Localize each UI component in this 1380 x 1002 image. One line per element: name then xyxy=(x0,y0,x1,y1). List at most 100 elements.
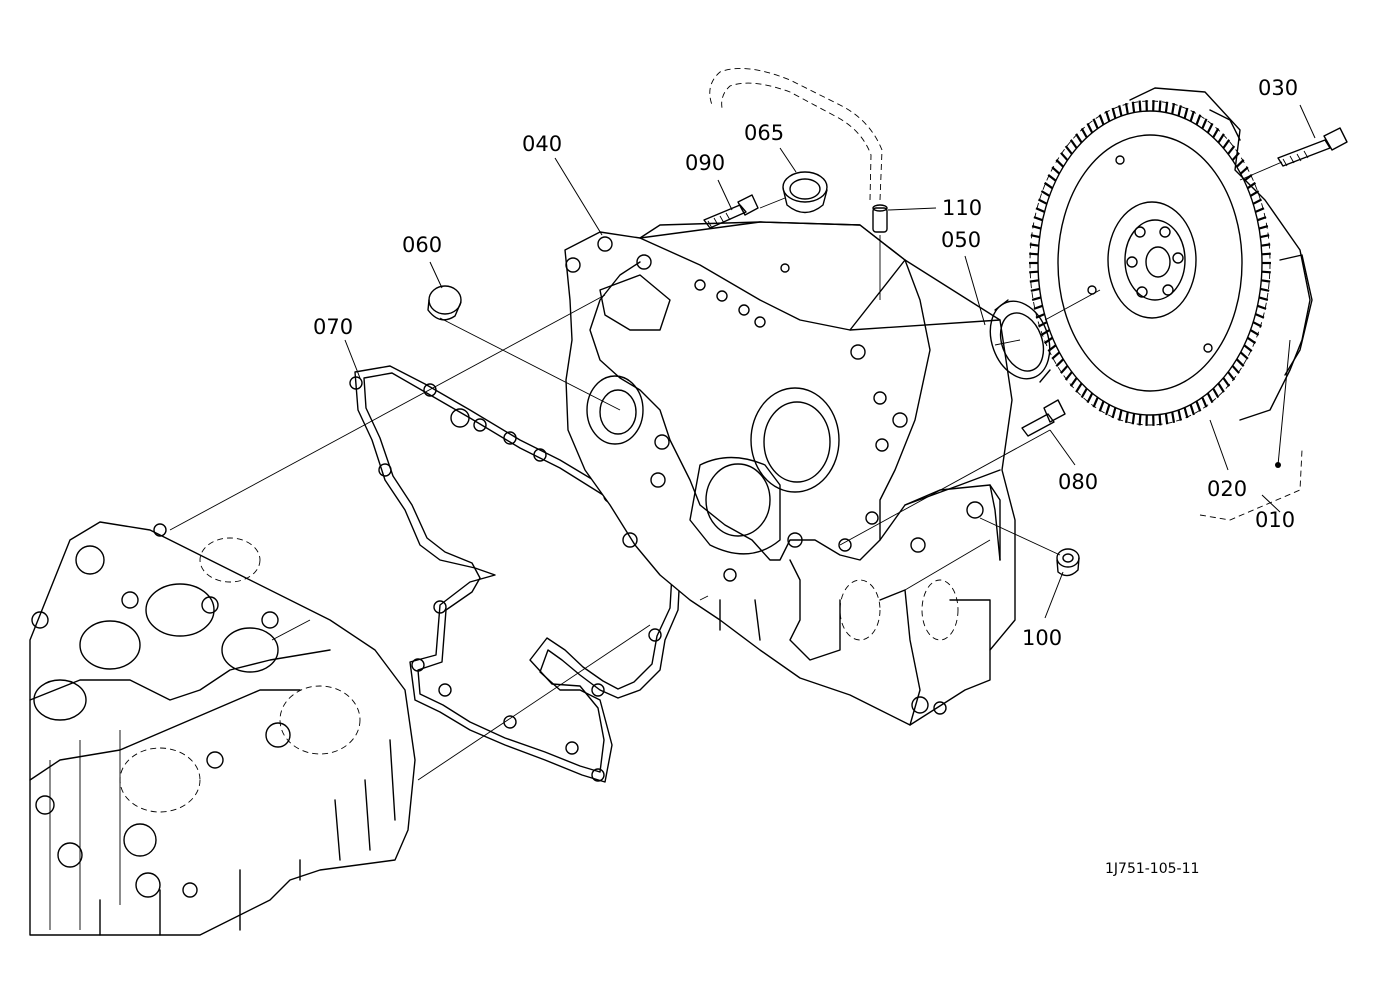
gear-tooth xyxy=(1171,411,1176,423)
gear-tooth xyxy=(1069,139,1078,149)
bolt-090 xyxy=(703,194,759,229)
gear-tooth xyxy=(1047,344,1057,352)
gear-tooth xyxy=(1092,396,1099,408)
gear-tooth xyxy=(1217,133,1225,144)
gear-tooth xyxy=(1075,382,1083,393)
gear-tooth xyxy=(1227,145,1236,155)
gear-tooth xyxy=(1069,377,1078,387)
ring-gear-teeth xyxy=(1029,100,1271,426)
gear-tooth xyxy=(1055,358,1065,367)
bolt-080 xyxy=(1021,399,1066,437)
gear-tooth xyxy=(1246,181,1257,190)
gear-tooth xyxy=(1201,118,1208,130)
alignment-lines xyxy=(169,161,1283,781)
gear-tooth xyxy=(1092,118,1099,130)
gear-tooth xyxy=(1243,344,1253,352)
gear-tooth xyxy=(1255,313,1265,319)
gear-tooth xyxy=(1029,243,1039,247)
gear-tooth xyxy=(1035,313,1045,319)
gear-tooth xyxy=(1138,414,1142,426)
gear-tooth xyxy=(1080,127,1088,139)
gear-tooth xyxy=(1206,392,1214,404)
gear-tooth xyxy=(1189,110,1195,122)
gear-tooth xyxy=(1080,387,1088,399)
gear-tooth xyxy=(1098,400,1105,412)
gear-tooth xyxy=(1206,122,1214,134)
gear-tooth xyxy=(1033,216,1043,222)
gear-tooth xyxy=(1037,321,1048,328)
gear-tooth xyxy=(1239,166,1249,175)
gear-case-040 xyxy=(564,221,1016,726)
label-100: 100 xyxy=(1022,626,1062,650)
gear-tooth xyxy=(1051,166,1061,175)
gear-tooth xyxy=(1235,159,1245,168)
gear-tooth xyxy=(1031,296,1042,301)
gear-tooth xyxy=(1040,190,1051,197)
gear-tooth xyxy=(1164,101,1169,113)
gear-tooth xyxy=(1033,304,1043,310)
gear-tooth xyxy=(1037,198,1048,205)
gear-tooth xyxy=(1098,114,1105,126)
seal-065 xyxy=(782,171,828,214)
gear-tooth xyxy=(1030,234,1040,239)
gear-tooth xyxy=(1252,198,1263,205)
gear-tooth xyxy=(1029,279,1039,283)
gear-tooth xyxy=(1257,304,1267,310)
gear-tooth xyxy=(1255,207,1265,213)
label-020: 020 xyxy=(1207,477,1247,501)
flywheel-020 xyxy=(1029,87,1313,426)
gear-tooth xyxy=(1158,100,1162,112)
gear-tooth xyxy=(1086,392,1094,404)
gear-tooth xyxy=(1060,365,1069,374)
gear-tooth xyxy=(1183,107,1189,119)
label-050: 050 xyxy=(941,228,981,252)
gear-tooth xyxy=(1258,225,1269,230)
label-080: 080 xyxy=(1058,470,1098,494)
gear-tooth xyxy=(1164,413,1169,425)
gear-tooth xyxy=(1260,287,1270,292)
gear-tooth xyxy=(1249,190,1260,197)
gear-tooth xyxy=(1252,321,1263,328)
gear-tooth xyxy=(1261,243,1271,247)
gear-tooth xyxy=(1222,139,1231,149)
gear-tooth xyxy=(1051,351,1061,360)
gear-tooth xyxy=(1195,400,1202,412)
gear-tooth xyxy=(1222,377,1231,387)
gear-tooth xyxy=(1246,336,1257,345)
gear-tooth xyxy=(1158,414,1162,426)
gear-tooth xyxy=(1231,152,1240,161)
label-040: 040 xyxy=(522,132,562,156)
part-labels: 030 040 065 090 110 050 060 070 080 020 … xyxy=(313,76,1298,877)
gear-tooth xyxy=(1177,409,1182,421)
bushing-100 xyxy=(1056,548,1080,577)
gear-tooth xyxy=(1075,133,1083,144)
gear-tooth xyxy=(1043,336,1054,345)
gear-tooth xyxy=(1030,287,1040,292)
leader-lines xyxy=(344,104,1316,619)
label-010: 010 xyxy=(1255,508,1295,532)
gear-tooth xyxy=(1124,411,1129,423)
gear-tooth xyxy=(1212,127,1220,139)
gear-tooth xyxy=(1249,329,1260,336)
gear-tooth xyxy=(1055,159,1065,168)
label-110: 110 xyxy=(942,196,982,220)
gear-tooth xyxy=(1171,103,1176,115)
label-090: 090 xyxy=(685,151,725,175)
gear-tooth xyxy=(1217,382,1225,393)
gear-tooth xyxy=(1261,252,1271,256)
gear-tooth xyxy=(1031,225,1042,230)
gear-tooth xyxy=(1131,413,1136,425)
gear-tooth xyxy=(1029,270,1039,274)
gear-tooth xyxy=(1111,407,1117,419)
gear-tooth xyxy=(1064,145,1073,155)
gear-tooth xyxy=(1257,216,1267,222)
gear-tooth xyxy=(1040,329,1051,336)
plug-060 xyxy=(427,285,462,321)
gear-tooth xyxy=(1195,114,1202,126)
gear-tooth xyxy=(1201,396,1208,408)
gear-tooth xyxy=(1212,387,1220,399)
gear-tooth xyxy=(1118,105,1123,117)
gear-tooth xyxy=(1105,404,1111,416)
gear-tooth xyxy=(1260,234,1270,239)
